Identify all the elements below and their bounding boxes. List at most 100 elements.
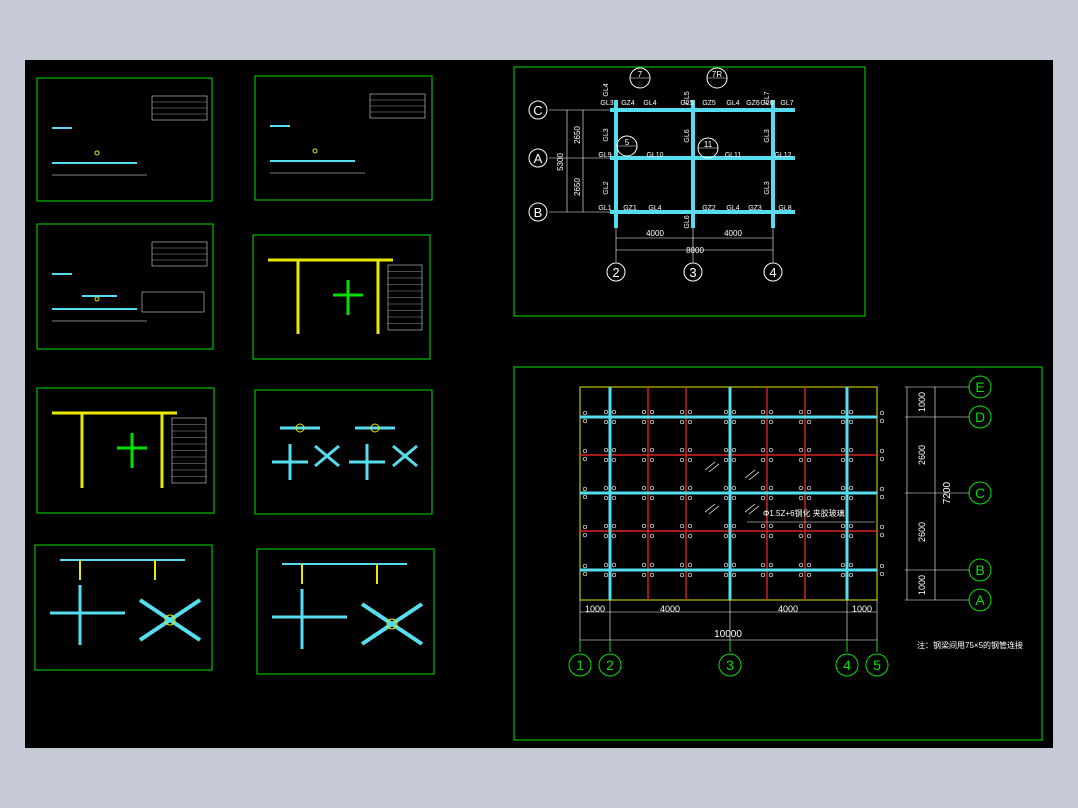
bolt-mark (840, 485, 846, 491)
axis-bubble (598, 653, 622, 677)
bolt-mark (798, 457, 804, 463)
bolt-mark (768, 485, 774, 491)
member-label: GL5 (684, 91, 691, 104)
bolt-mark (848, 457, 854, 463)
axis-label-A: A (975, 592, 985, 608)
bolt-mark (582, 494, 588, 500)
bolt-mark (603, 419, 609, 425)
bolt-mark (603, 485, 609, 491)
axis-bubble (968, 481, 992, 505)
member-label: GL4 (726, 205, 739, 212)
detail-sheet-7 (34, 544, 213, 671)
callout-label: 11 (704, 140, 713, 149)
member-label: GL8 (778, 205, 791, 212)
bolt-mark (840, 533, 846, 539)
detail-sheet-6 (254, 389, 433, 515)
bolt-mark (731, 409, 737, 415)
bolt-mark (649, 447, 655, 453)
bolt-mark (641, 485, 647, 491)
axis-bubble (968, 558, 992, 582)
bolt-mark (687, 457, 693, 463)
detail-sheet-2 (254, 75, 433, 201)
bolt-mark (723, 409, 729, 415)
detail-sheet-5 (36, 387, 215, 514)
bolt-mark (848, 419, 854, 425)
bolt-mark (798, 523, 804, 529)
callout-label: 7R (712, 70, 722, 79)
bolt-mark (611, 572, 617, 578)
axis-label-C: C (975, 485, 985, 501)
detail-frame (254, 75, 433, 201)
member-label: GL1 (598, 205, 611, 212)
bolt-mark (649, 572, 655, 578)
dimension-text: 4000 (724, 229, 742, 238)
bolt-mark (879, 456, 885, 462)
bolt-mark (679, 495, 685, 501)
dimension-text: 5300 (556, 153, 565, 171)
member-label: GZ4 (621, 100, 635, 107)
glass-hatch (744, 469, 756, 479)
bolt-mark (723, 419, 729, 425)
x-brace (360, 602, 424, 646)
x-brace (138, 598, 202, 642)
axis-bubble (528, 100, 548, 120)
bolt-mark (806, 562, 812, 568)
bolt-mark (806, 485, 812, 491)
member-label: GZ5 (702, 100, 716, 107)
bolt-mark (879, 563, 885, 569)
bolt-mark (879, 494, 885, 500)
bolt-mark (723, 562, 729, 568)
bolt-mark (848, 495, 854, 501)
axis-label-4: 4 (843, 657, 851, 673)
glass-hatch (708, 463, 720, 473)
bolt-mark (760, 485, 766, 491)
joint-plate (386, 618, 398, 630)
member-label: GZ6 (746, 100, 760, 107)
bolt-mark (603, 457, 609, 463)
bolt-mark (848, 523, 854, 529)
axis-bubble (865, 653, 889, 677)
axis-bubble (835, 653, 859, 677)
axis-label-3: 3 (726, 657, 734, 673)
member-label: GL7 (764, 91, 771, 104)
bolt-mark (760, 523, 766, 529)
axis-label-1: 1 (576, 657, 584, 673)
bolt-mark (768, 562, 774, 568)
bolt-mark (611, 495, 617, 501)
bolt-mark (679, 457, 685, 463)
member-label: GL6 (760, 100, 773, 107)
detail-frame (256, 548, 435, 675)
axis-label-E: E (975, 379, 984, 395)
bolt-mark (731, 495, 737, 501)
bolt-mark (806, 533, 812, 539)
bolt-mark (798, 485, 804, 491)
bolt-mark (611, 533, 617, 539)
axis-bubble (606, 262, 626, 282)
axis-label-A: A (534, 151, 543, 166)
detail-frame (36, 387, 215, 514)
bolt-mark (840, 447, 846, 453)
detail-frame (36, 223, 214, 350)
detail-sheet-1 (36, 77, 213, 202)
member-label: GL3 (764, 129, 771, 142)
bolt-mark (687, 419, 693, 425)
bolt-mark (603, 409, 609, 415)
member-label: GL3 (603, 128, 610, 141)
bolt-mark (582, 571, 588, 577)
bolt-mark (879, 571, 885, 577)
bolt-mark (687, 485, 693, 491)
bolt-mark (582, 563, 588, 569)
dimension-text: 2650 (573, 126, 582, 144)
bolt-mark (370, 423, 380, 433)
bolt-mark (582, 524, 588, 530)
bolt-mark (649, 523, 655, 529)
axis-label-3: 3 (689, 265, 696, 280)
bolt-mark (649, 485, 655, 491)
bolt-mark (641, 495, 647, 501)
bolt-mark (731, 447, 737, 453)
bolt-mark (611, 419, 617, 425)
bolt-mark (582, 448, 588, 454)
bolt-mark (582, 418, 588, 424)
